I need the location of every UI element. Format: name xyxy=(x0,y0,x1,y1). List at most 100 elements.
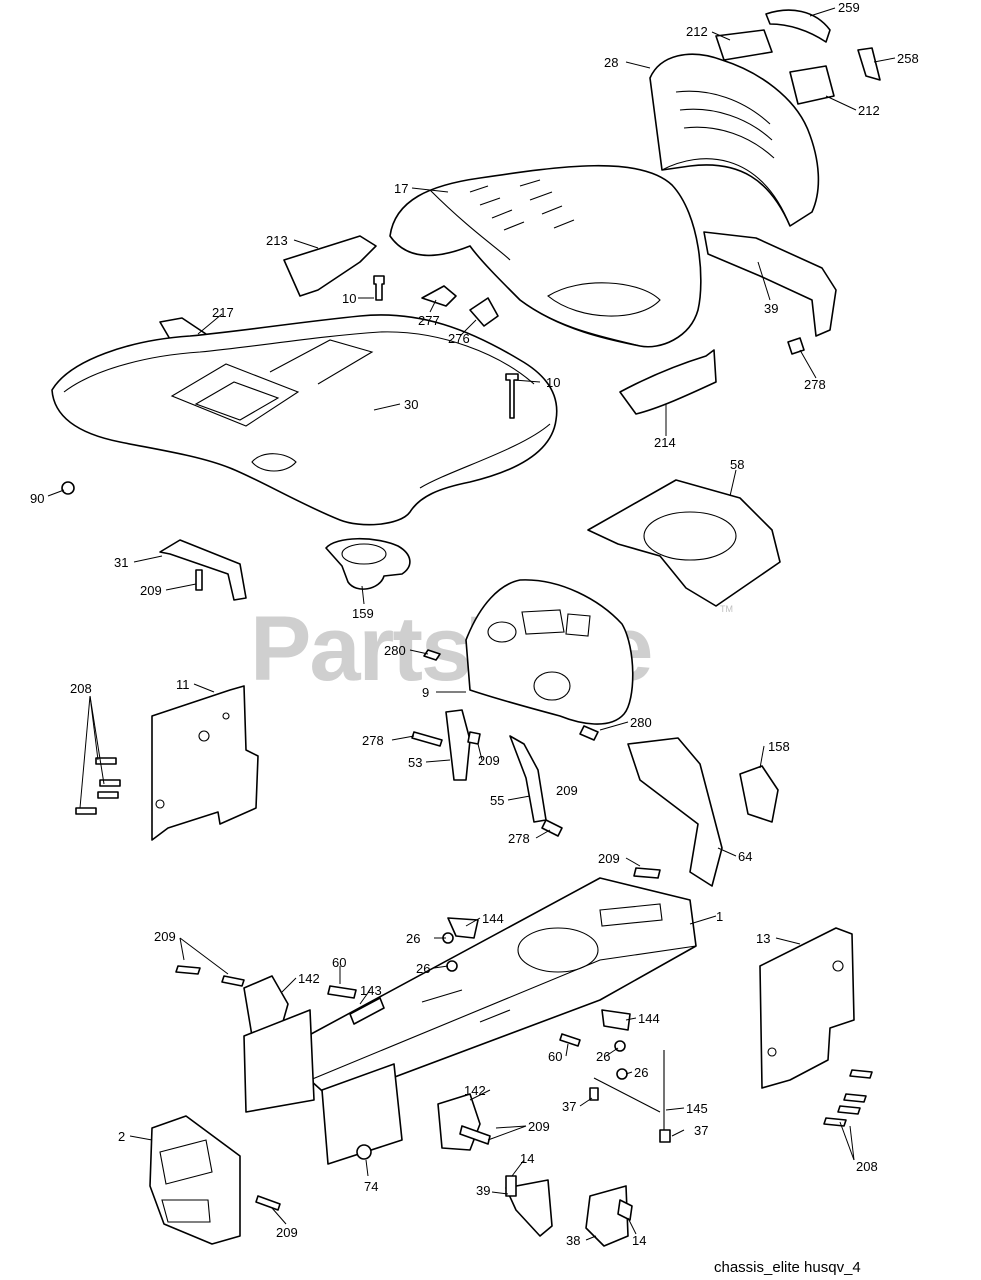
part-214-panel xyxy=(619,349,717,415)
callout-214: 214 xyxy=(654,435,676,450)
callout-31: 31 xyxy=(114,555,128,570)
watermark-tm: TM xyxy=(720,604,733,614)
part-58-tray xyxy=(587,479,781,607)
part-278-screw-upper xyxy=(787,337,805,355)
callout-30: 30 xyxy=(404,397,418,412)
callout-209: 209 xyxy=(154,929,176,944)
part-280-screw-left xyxy=(423,649,441,661)
callout-39: 39 xyxy=(476,1183,490,1198)
callout-60: 60 xyxy=(332,955,346,970)
part-142-bracket-upper xyxy=(243,975,289,1037)
part-278-screw-mid xyxy=(411,731,443,747)
callout-276: 276 xyxy=(448,331,470,346)
callout-212: 212 xyxy=(686,24,708,39)
callout-145: 145 xyxy=(686,1101,708,1116)
callout-1: 1 xyxy=(716,909,723,924)
callout-209: 209 xyxy=(556,783,578,798)
part-2-front-plate xyxy=(149,1115,241,1245)
callout-9: 9 xyxy=(422,685,429,700)
callout-144: 144 xyxy=(482,911,504,926)
part-30-fender xyxy=(51,314,558,526)
part-158-mount xyxy=(739,765,779,823)
callout-26: 26 xyxy=(416,961,430,976)
callout-280: 280 xyxy=(630,715,652,730)
part-212-foam-right xyxy=(789,65,835,105)
callout-159: 159 xyxy=(352,606,374,621)
part-28-grille xyxy=(649,53,820,227)
part-60-bolt-upper xyxy=(327,985,357,999)
callout-158: 158 xyxy=(768,739,790,754)
callout-209: 209 xyxy=(528,1119,550,1134)
part-159-cupholder xyxy=(325,537,411,590)
part-26-nut-4 xyxy=(616,1068,628,1080)
callout-209: 209 xyxy=(140,583,162,598)
callout-143: 143 xyxy=(360,983,382,998)
callout-208: 208 xyxy=(856,1159,878,1174)
callout-280: 280 xyxy=(384,643,406,658)
callout-53: 53 xyxy=(408,755,422,770)
callout-26: 26 xyxy=(406,931,420,946)
part-14-screw-lower xyxy=(617,1199,633,1221)
part-64-bracket xyxy=(627,737,723,887)
diagram-caption: chassis_elite husqv_4 xyxy=(714,1259,861,1276)
part-14-screw-upper xyxy=(505,1175,517,1197)
callout-11: 11 xyxy=(176,677,190,692)
callout-258: 258 xyxy=(897,51,919,66)
callout-209: 209 xyxy=(276,1225,298,1240)
callout-37: 37 xyxy=(694,1123,708,1138)
callout-26: 26 xyxy=(596,1049,610,1064)
callout-38: 38 xyxy=(566,1233,580,1248)
leader-lines xyxy=(47,7,896,1241)
callout-58: 58 xyxy=(730,457,744,472)
callout-278: 278 xyxy=(804,377,826,392)
part-60-bolt-lower xyxy=(559,1033,581,1047)
callout-64: 64 xyxy=(738,849,752,864)
part-37-bolt-right xyxy=(659,1129,671,1143)
part-26-nut-2 xyxy=(446,960,458,972)
part-17-hood xyxy=(389,164,702,348)
callout-90: 90 xyxy=(30,491,44,506)
callout-labels: 259 212 28 258 212 17 213 39 10 277 276 … xyxy=(30,0,919,1248)
callout-259: 259 xyxy=(838,0,860,15)
callout-39: 39 xyxy=(764,301,778,316)
part-209-screws-frame xyxy=(175,965,245,987)
part-53-bracket xyxy=(445,709,471,781)
callout-278: 278 xyxy=(508,831,530,846)
part-209-screw-bottom xyxy=(255,1195,281,1211)
callout-277: 277 xyxy=(418,313,440,328)
part-145-rod xyxy=(593,1050,665,1130)
part-11-panel xyxy=(151,685,259,841)
side-plate-left xyxy=(243,1009,315,1113)
part-280-screw-right xyxy=(579,725,599,741)
part-37-bolt-left xyxy=(589,1087,599,1101)
callout-17: 17 xyxy=(394,181,408,196)
part-277-grommet xyxy=(421,285,457,307)
part-39-bracket xyxy=(703,231,837,337)
callout-55: 55 xyxy=(490,793,504,808)
callout-209: 209 xyxy=(598,851,620,866)
part-90-nut xyxy=(61,481,75,495)
callout-212: 212 xyxy=(858,103,880,118)
callout-213: 213 xyxy=(266,233,288,248)
callout-142: 142 xyxy=(298,971,320,986)
callout-74: 74 xyxy=(364,1179,378,1194)
part-1-frame xyxy=(299,877,697,1099)
callout-14: 14 xyxy=(520,1151,534,1166)
callout-28: 28 xyxy=(604,55,618,70)
part-39-bracket-lower xyxy=(505,1179,553,1237)
callout-144: 144 xyxy=(638,1011,660,1026)
part-209-screw-mid xyxy=(467,731,481,745)
part-74-nut xyxy=(356,1144,372,1160)
part-142-bracket-lower xyxy=(437,1093,481,1151)
part-209-screw-left xyxy=(195,569,203,591)
part-143-rod xyxy=(349,997,385,1025)
callout-278: 278 xyxy=(362,733,384,748)
part-10-bolt-fender xyxy=(505,373,519,419)
callout-26: 26 xyxy=(634,1065,648,1080)
callout-142: 142 xyxy=(464,1083,486,1098)
part-208-bolts-left xyxy=(75,757,121,815)
part-13-panel xyxy=(759,927,855,1089)
callout-13: 13 xyxy=(756,931,770,946)
callout-14: 14 xyxy=(632,1233,646,1248)
